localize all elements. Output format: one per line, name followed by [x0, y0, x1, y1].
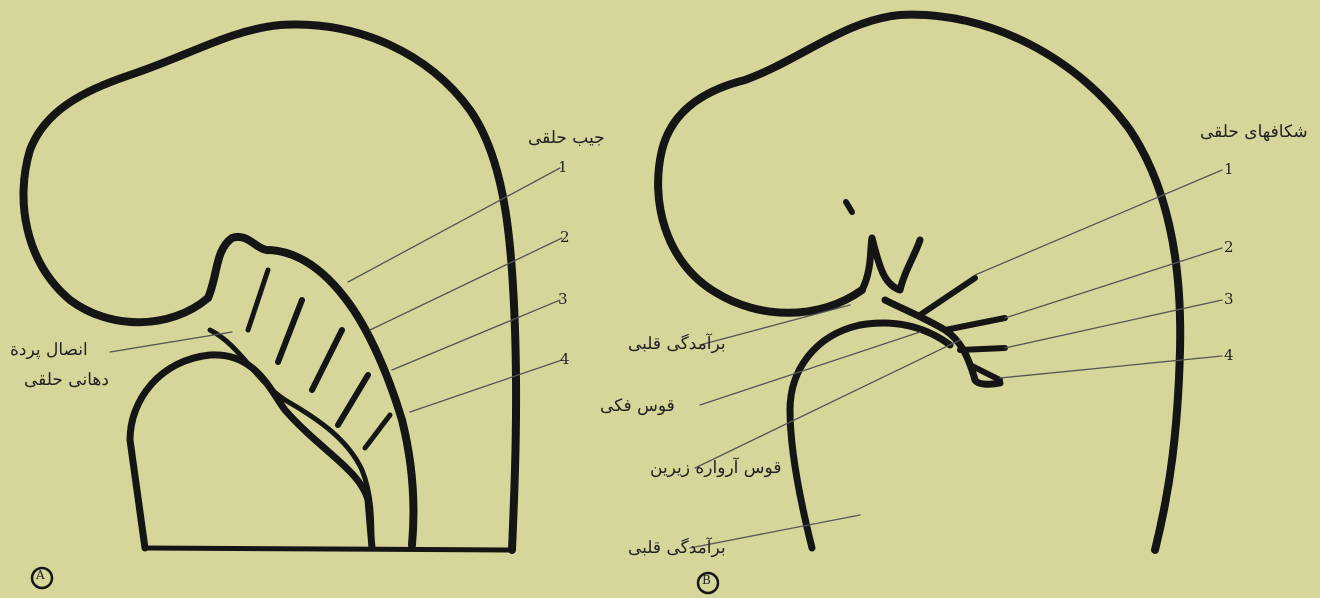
panel-a-marker: A [36, 568, 45, 582]
panel-b-label-4: برآمدگى قلبى [628, 538, 726, 558]
panel-b-number-1: 1 [1224, 160, 1234, 178]
panel-b-leaders [690, 170, 1222, 548]
panel-a-groove-2 [278, 300, 302, 362]
panel-b-label-2: قوس فکى [600, 396, 675, 416]
panel-a-groove-1 [248, 270, 268, 330]
panel-a-membrane-label-1: انصال پردة [10, 340, 88, 360]
panel-b-marker: B [702, 573, 711, 587]
panel-b-number-2: 2 [1224, 238, 1234, 256]
panel-b-cleft-3 [960, 348, 1005, 350]
panel-b-number-3: 3 [1224, 290, 1234, 308]
panel-b-label-1: برآمدگى قلبى [628, 334, 726, 354]
panel-a-drawing [23, 25, 562, 550]
panel-a-arches-inner [210, 330, 372, 548]
panel-a-cardiac-bulge [130, 355, 372, 548]
panel-a-groove-5 [365, 415, 390, 448]
panel-b-cleft-2 [945, 318, 1005, 330]
panel-a-pharyngeal-pouch-label: جيب حلقى [528, 128, 605, 148]
panel-a-membrane-label-2: دهانى حلقى [24, 370, 109, 390]
panel-b-cleft-1 [920, 278, 975, 315]
panel-a-number-2: 2 [560, 228, 570, 246]
panel-b-pharyngeal-clefts-label: شكافهاى حلقى [1200, 122, 1308, 142]
panel-a-number-4: 4 [560, 350, 570, 368]
panel-b-mandibular-arch [862, 238, 920, 290]
panel-a-number-3: 3 [558, 290, 568, 308]
panel-a-number-1: 1 [558, 158, 568, 176]
panel-b-number-4: 4 [1224, 346, 1234, 364]
panel-a-head-outline [23, 25, 516, 550]
panel-b-eye-spot [846, 202, 852, 212]
panel-a-groove-4 [338, 375, 368, 425]
panel-a-base-line [145, 548, 512, 550]
panel-markers [32, 568, 718, 593]
panel-a-groove-3 [312, 330, 342, 390]
panel-b-label-3: قوس آرواره زيرين [650, 458, 781, 478]
